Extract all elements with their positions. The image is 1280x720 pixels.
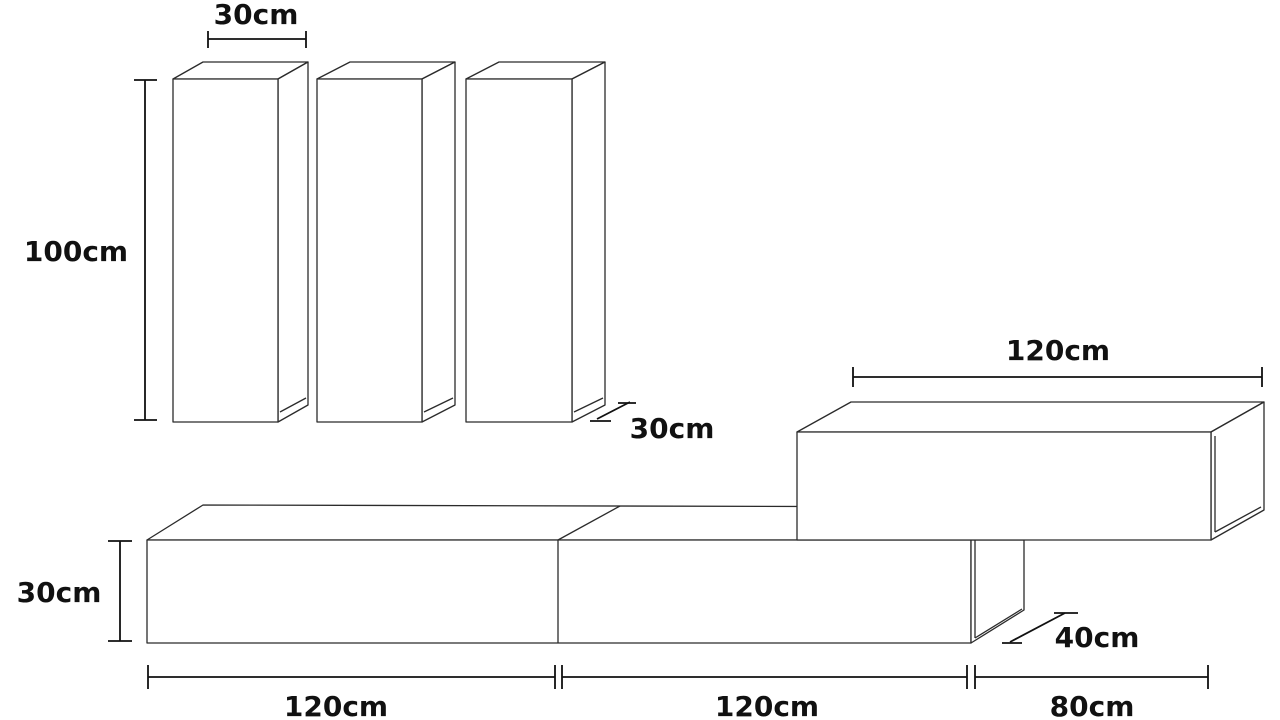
dim-cabinet-height xyxy=(134,79,157,421)
dim-upper-width xyxy=(852,367,1263,387)
dim-base-height xyxy=(108,540,132,642)
tall-cabinet-1 xyxy=(172,61,309,423)
tall-cabinet-2 xyxy=(316,61,456,423)
upper-unit xyxy=(796,401,1265,541)
label-base-width-2: 120cm xyxy=(715,690,819,720)
dim-cabinet-width xyxy=(207,31,307,48)
tall-cabinet-3 xyxy=(465,61,606,423)
label-cabinet-depth: 30cm xyxy=(630,412,715,445)
dim-base-depth xyxy=(1002,612,1078,644)
label-base-depth: 40cm xyxy=(1055,621,1140,654)
label-upper-width: 120cm xyxy=(1006,334,1110,367)
label-cabinet-width: 30cm xyxy=(214,0,299,31)
label-base-width-3: 80cm xyxy=(1050,690,1135,720)
dim-cabinet-depth xyxy=(590,401,636,422)
label-base-width-1: 120cm xyxy=(284,690,388,720)
dim-base-widths xyxy=(147,665,1209,689)
label-base-height: 30cm xyxy=(17,576,102,609)
label-cabinet-height: 100cm xyxy=(24,235,128,268)
